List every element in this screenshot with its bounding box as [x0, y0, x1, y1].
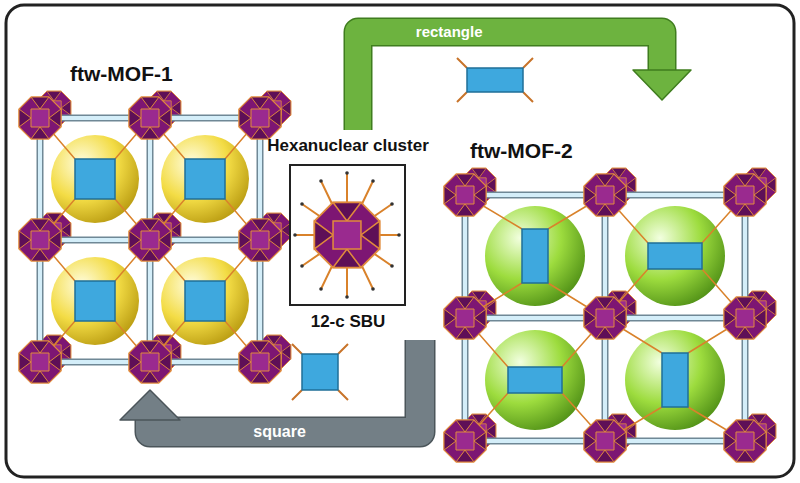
arrow-label: square [253, 422, 305, 441]
linker-bonds [40, 118, 260, 362]
arrow-head [633, 70, 691, 100]
mof-2-structure [444, 168, 776, 462]
hexanuclear-cluster [314, 202, 379, 267]
structure-name: ftw-MOF-1 [70, 61, 173, 86]
arrow-label-holder: square [253, 422, 305, 441]
sbu-frame [290, 165, 405, 305]
cluster-panel: Hexanuclear cluster 12-c SBU [258, 130, 438, 340]
front-clusters [19, 97, 281, 383]
mof-1-structure [19, 91, 291, 383]
back-clusters [462, 168, 776, 448]
ligand-arrow [358, 32, 691, 130]
pillar-bars [40, 118, 260, 362]
square-linkers [75, 159, 225, 321]
cluster-name: Hexanuclear cluster [267, 136, 429, 156]
structure-panel: ftw-MOF-2 [440, 100, 792, 475]
cage-spheres [51, 135, 249, 345]
linker-bonds [465, 195, 745, 441]
arrow-shaft [358, 32, 662, 130]
outer-frame [6, 5, 794, 477]
pillar-bars [465, 195, 745, 441]
pillar-bars [465, 195, 745, 441]
sbu-spoke-ends [293, 171, 401, 299]
arrow-shaft [150, 340, 420, 432]
structure-panel: ftw-MOF-1 [15, 55, 285, 390]
arrow-label-holder: rectangle [416, 23, 483, 41]
front-clusters [444, 174, 766, 462]
square-icon [292, 344, 348, 400]
cage-spheres [485, 206, 725, 430]
arrow-outline [150, 340, 420, 432]
arrow-outline [358, 32, 662, 130]
arrow-head [120, 390, 180, 420]
rectangle-icon [457, 58, 533, 102]
back-clusters [37, 91, 291, 369]
structure-name: ftw-MOF-2 [470, 138, 573, 163]
arrow-label: rectangle [416, 23, 483, 41]
sbu-label: 12-c SBU [311, 312, 386, 332]
pillar-bars [40, 118, 260, 362]
sbu-spokes [295, 173, 399, 297]
sbu-illustration [290, 165, 405, 305]
ligand-arrow [120, 340, 420, 432]
rectangle-linkers [508, 229, 702, 407]
